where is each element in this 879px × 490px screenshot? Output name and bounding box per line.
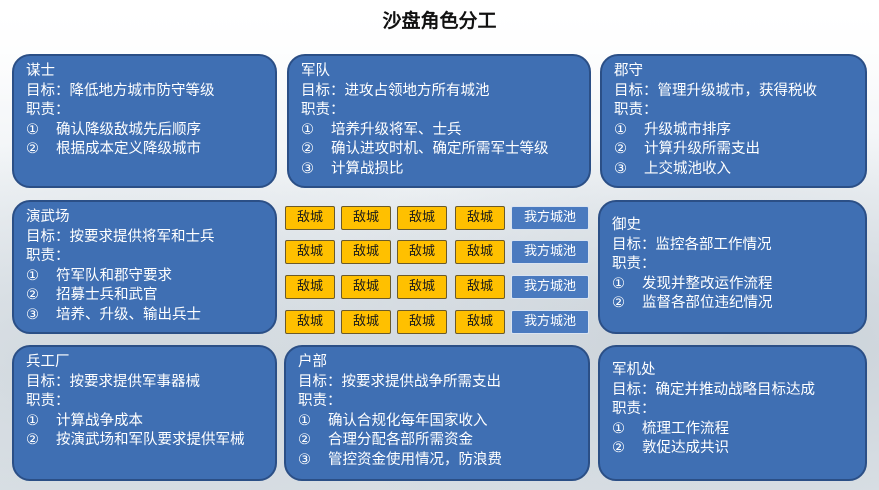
enemy-city: 敌城 [455,275,505,299]
card-name: 兵工厂 [26,354,70,370]
card-duty-label: 职责： [26,393,70,409]
card-goal: 目标：进攻占领地方所有城池 [301,82,490,99]
enemy-city: 敌城 [285,240,335,264]
card-duty-label: 职责： [612,256,656,272]
card-goal: 目标：确定并推动战略目标达成 [612,381,815,398]
card-goal: 目标：降低地方城市防守等级 [26,82,215,99]
card-duty-label: 职责： [26,102,70,118]
enemy-city: 敌城 [341,275,391,299]
enemy-city: 敌城 [455,310,505,334]
enemy-city: 敌城 [341,240,391,264]
card-name: 军机处 [612,362,656,378]
enemy-city: 敌城 [397,310,447,334]
card-goal: 目标：按要求提供军事器械 [26,373,200,390]
enemy-city: 敌城 [285,206,335,230]
our-city: 我方城池 [511,240,589,264]
enemy-city: 敌城 [397,206,447,230]
our-city: 我方城池 [511,275,589,299]
enemy-city: 敌城 [341,310,391,334]
card-goal: 目标：按要求提供战争所需支出 [298,373,501,390]
card-duty-label: 职责： [26,248,70,264]
card-duty-label: 职责： [301,102,345,118]
card-goal: 目标：管理升级城市，获得税收 [614,82,817,99]
enemy-city: 敌城 [455,206,505,230]
page-title: 沙盘角色分工 [382,10,497,32]
card-duty-label: 职责： [298,393,342,409]
card-name: 谋士 [26,63,55,79]
card-name: 户部 [298,354,327,370]
card-name: 郡守 [614,63,643,79]
enemy-city: 敌城 [455,240,505,264]
enemy-city: 敌城 [285,310,335,334]
enemy-city: 敌城 [397,240,447,264]
our-city: 我方城池 [511,206,589,230]
card-name: 御史 [612,217,641,233]
card-goal: 目标：按要求提供将军和士兵 [26,228,215,245]
our-city: 我方城池 [511,310,589,334]
card-name: 演武场 [26,209,70,225]
card-goal: 目标：监控各部工作情况 [612,236,772,253]
enemy-city: 敌城 [285,275,335,299]
enemy-city: 敌城 [397,275,447,299]
enemy-city: 敌城 [341,206,391,230]
card-duty-label: 职责： [614,102,658,118]
card-duty-label: 职责： [612,401,656,417]
card-name: 军队 [301,63,330,79]
